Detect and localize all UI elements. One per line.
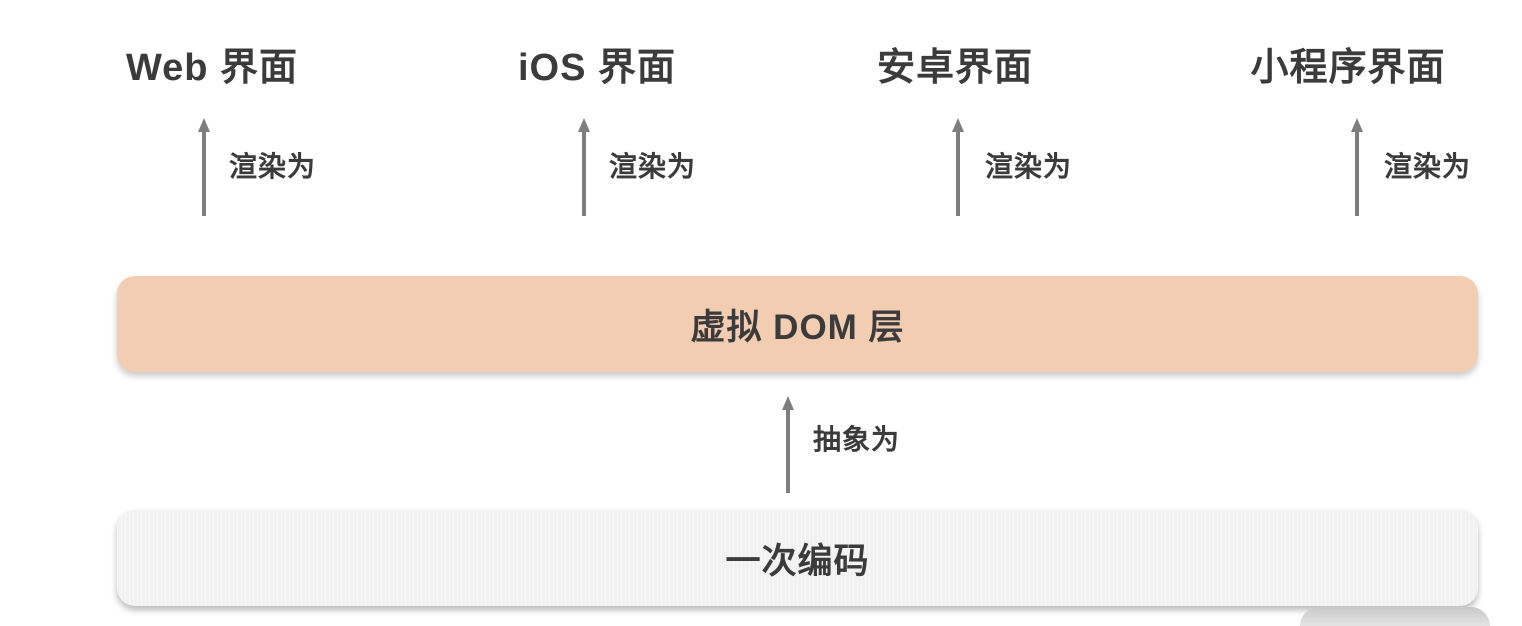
render-arrow-label-web: 渲染为 — [229, 151, 317, 182]
arrow-head-icon — [578, 118, 590, 132]
up-arrow-icon — [577, 118, 591, 216]
arrow-line — [956, 132, 960, 216]
up-arrow-icon — [951, 118, 965, 216]
platform-label-web: Web 界面 — [125, 47, 299, 89]
arrow-line — [202, 132, 206, 216]
platform-label-miniprogram: 小程序界面 — [1250, 47, 1446, 89]
render-arrow-label-android: 渲染为 — [985, 151, 1073, 182]
code-once-layer-box: 一次编码 — [117, 510, 1478, 606]
up-arrow-icon — [781, 396, 795, 493]
arrow-line — [1355, 132, 1359, 216]
up-arrow-icon — [197, 118, 211, 216]
platform-label-ios: iOS 界面 — [517, 47, 677, 89]
abstract-arrow-label: 抽象为 — [813, 424, 901, 455]
arrow-line — [582, 132, 586, 216]
arrow-head-icon — [782, 396, 794, 410]
cropped-box-top — [1300, 607, 1490, 626]
render-arrow-label-miniprogram: 渲染为 — [1384, 151, 1472, 182]
render-arrow-label-ios: 渲染为 — [609, 151, 697, 182]
arrow-head-icon — [1351, 118, 1363, 132]
code-once-layer-label: 一次编码 — [725, 541, 870, 581]
virtual-dom-layer-label: 虚拟 DOM 层 — [690, 307, 905, 347]
virtual-dom-layer-box: 虚拟 DOM 层 — [117, 276, 1478, 372]
platform-label-android: 安卓界面 — [876, 47, 1034, 89]
up-arrow-icon — [1350, 118, 1364, 216]
arrow-head-icon — [952, 118, 964, 132]
arrow-line — [786, 410, 790, 493]
arrow-head-icon — [198, 118, 210, 132]
